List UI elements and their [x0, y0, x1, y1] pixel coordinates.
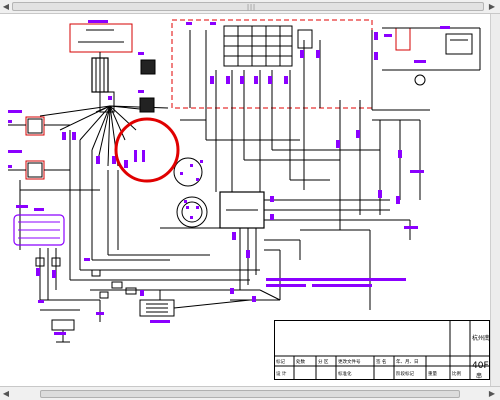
title-block-cell: 设 计 — [276, 370, 287, 377]
top-scrollbar[interactable]: ◀ ||| ▶ — [0, 0, 500, 14]
title-block-cell: 比例 — [452, 370, 461, 377]
title-block-cell: 标记 — [276, 358, 285, 365]
title-block: 杭州南 40F 串 标记 处数 分 区 更改文件号 签 名 年、月、日 设 计 … — [274, 320, 490, 380]
title-block-cell: 标准化 — [338, 370, 352, 377]
scroll-left-arrow-icon[interactable]: ◀ — [2, 389, 10, 398]
title-block-cell: 年、月、日 — [396, 358, 419, 365]
title-block-cell: 处数 — [296, 358, 305, 365]
right-scrollbar[interactable] — [490, 14, 500, 386]
scroll-left-arrow-icon[interactable]: ◀ — [2, 2, 10, 11]
title-block-cell: 分 区 — [318, 358, 329, 365]
title-block-cell: 更改文件号 — [338, 358, 361, 365]
scroll-right-arrow-icon[interactable]: ▶ — [488, 2, 496, 11]
title-block-cell: 阶段标记 — [396, 370, 414, 377]
component-label-marks — [8, 20, 450, 335]
top-left-red-box — [69, 23, 133, 53]
title-block-cell: 签 名 — [376, 358, 386, 365]
highlight-circle — [114, 117, 180, 183]
product-code-label: 40F — [472, 361, 489, 371]
title-block-cell: 重量 — [428, 370, 437, 377]
product-suffix-label: 串 — [476, 372, 482, 380]
scroll-right-arrow-icon[interactable]: ▶ — [488, 389, 496, 398]
scroll-grip-icon: ||| — [247, 4, 257, 11]
bottom-scrollbar-thumb[interactable] — [40, 390, 460, 398]
company-short-label: 杭州南 — [472, 334, 490, 342]
wiring-lines — [8, 19, 481, 343]
bottom-scrollbar[interactable]: ◀ ▶ — [0, 386, 500, 400]
top-scrollbar-thumb[interactable]: ||| — [12, 2, 484, 11]
wiring-schematic — [8, 19, 481, 343]
